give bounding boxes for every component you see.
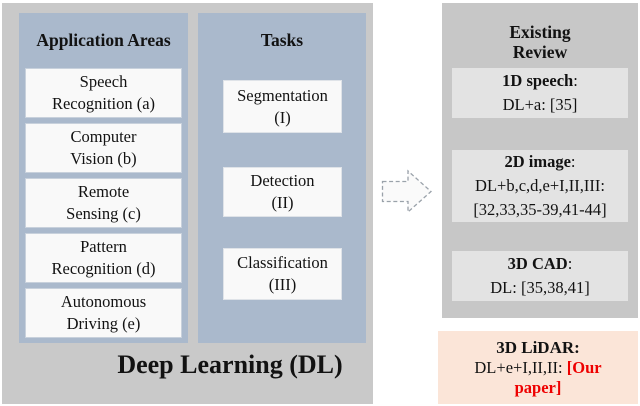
review-box-1d-speech-title: 1D speech: (502, 71, 578, 90)
deep-learning-title: Deep Learning (DL) (117, 350, 343, 379)
block-arrow-right-icon (381, 169, 432, 214)
review-box-2d-image-title: 2D image: (504, 152, 576, 171)
app-item-autonomous-driving: Autonomous Driving (e) (25, 288, 182, 338)
existing-review-panel: Existing Review 1D speech: DL+a: [35] 2D… (442, 3, 638, 318)
task-item-classification: Classification (III) (223, 248, 342, 300)
tasks-column: Tasks Segmentation (I) Detection (II) Cl… (198, 13, 366, 343)
application-areas-column: Application Areas Speech Recognition (a)… (19, 13, 188, 343)
our-paper-highlight-text: [Our paper] (514, 357, 602, 397)
review-box-3d-cad-title: 3D CAD: (507, 254, 573, 273)
app-item-pattern-recognition: Pattern Recognition (d) (25, 233, 182, 283)
review-box-1d-speech: 1D speech: DL+a: [35] (452, 68, 628, 118)
existing-review-title: Existing Review (509, 22, 571, 62)
our-paper-box-detail: DL+e+I,II,II: [Our paper] (474, 357, 602, 397)
application-areas-header: Application Areas (36, 30, 171, 50)
app-item-computer-vision: Computer Vision (b) (25, 123, 182, 173)
review-box-2d-image: 2D image: DL+b,c,d,e+I,II,III: [32,33,35… (452, 150, 628, 222)
app-item-speech-recognition: Speech Recognition (a) (25, 68, 182, 118)
our-paper-box-title: 3D LiDAR: (496, 337, 580, 357)
app-item-remote-sensing: Remote Sensing (c) (25, 178, 182, 228)
application-areas-items: Speech Recognition (a) Computer Vision (… (19, 68, 188, 338)
deep-learning-container: Application Areas Speech Recognition (a)… (2, 3, 373, 404)
task-item-segmentation: Segmentation (I) (223, 80, 342, 133)
task-item-detection: Detection (II) (223, 167, 342, 217)
tasks-header: Tasks (260, 30, 304, 50)
review-box-3d-cad: 3D CAD: DL: [35,38,41] (452, 251, 628, 301)
our-paper-box: 3D LiDAR: DL+e+I,II,II: [Our paper] (438, 331, 638, 404)
